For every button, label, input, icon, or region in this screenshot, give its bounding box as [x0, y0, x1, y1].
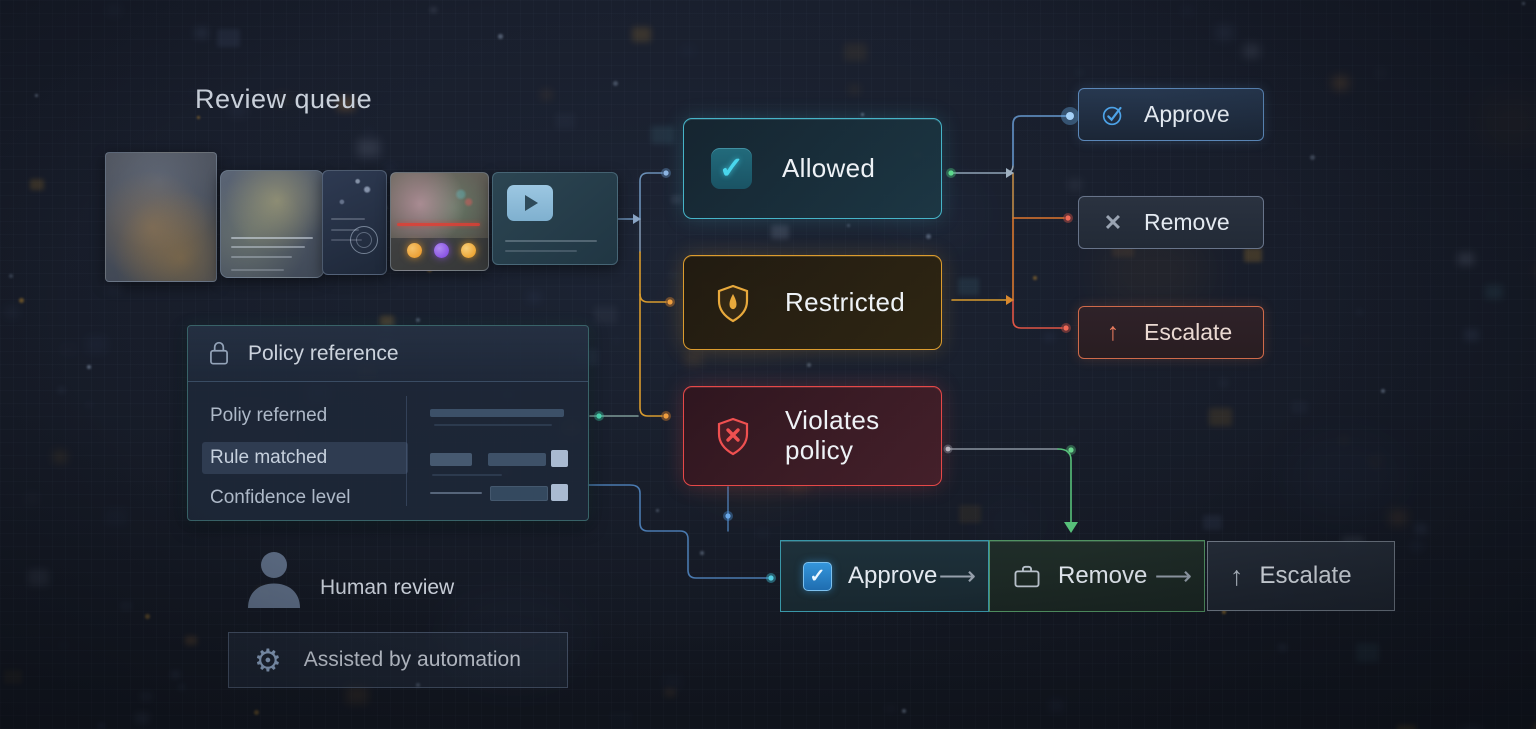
human-review-label: Human review — [320, 576, 455, 599]
policy-panel-title: Policy reference — [248, 341, 399, 365]
page-title: Review queue — [195, 84, 373, 114]
pipeline-remove-button[interactable]: Remove ⟶ — [989, 540, 1205, 612]
policy-row-referenced[interactable]: Poliy referned — [210, 405, 328, 426]
queue-item-photo[interactable] — [105, 152, 217, 282]
classification-label: Restricted — [785, 286, 906, 317]
shield-alert-icon — [717, 284, 749, 322]
x-icon: ✕ — [1103, 209, 1123, 235]
classification-label: Allowed — [782, 152, 876, 183]
approve-button[interactable]: Approve — [1078, 88, 1264, 141]
queue-item-article[interactable] — [220, 170, 324, 278]
pipeline-approve-label: Approve — [848, 562, 938, 589]
status-dot-amber — [460, 243, 476, 258]
pipeline-escalate-label: Escalate — [1259, 562, 1352, 589]
flag-line — [396, 223, 481, 227]
escalate-button[interactable]: ↑ Escalate — [1078, 306, 1264, 359]
pipeline-escalate-button[interactable]: ↑ Escalate — [1207, 541, 1395, 611]
queue-item-video[interactable] — [492, 172, 618, 265]
gear-icon: ⚙ — [254, 642, 282, 678]
automation-badge[interactable]: ⚙ Assisted by automation — [228, 632, 568, 688]
policy-reference-panel: Policy reference Poliy referned Rule mat… — [187, 325, 589, 521]
queue-item-flagged-media[interactable] — [390, 172, 489, 271]
shield-x-icon — [717, 417, 749, 456]
policy-panel-header: Policy reference — [188, 326, 588, 382]
escalate-label: Escalate — [1144, 319, 1233, 345]
pipeline-remove-label: Remove — [1058, 562, 1148, 589]
status-dot-purple — [433, 243, 449, 258]
approve-label: Approve — [1144, 101, 1230, 127]
emblem-icon — [350, 226, 378, 254]
arrow-right-icon: ⟶ — [938, 560, 976, 591]
person-icon — [248, 552, 300, 608]
arrow-up-icon: ↑ — [1106, 318, 1120, 346]
checkbox-checked-icon: ✓ — [803, 561, 832, 591]
briefcase-icon — [1014, 565, 1040, 588]
arrow-up-icon: ↑ — [1230, 560, 1244, 591]
check-icon: ✓ — [711, 148, 752, 189]
policy-row-rule-matched[interactable]: Rule matched — [202, 442, 408, 474]
status-dot-orange — [406, 243, 422, 258]
arrow-right-icon: ⟶ — [1154, 560, 1192, 591]
automation-label: Assisted by automation — [303, 648, 521, 671]
queue-item-dark-photo[interactable] — [322, 170, 387, 275]
pipeline-approve-button[interactable]: ✓ Approve ⟶ — [780, 540, 989, 612]
policy-row-confidence[interactable]: Confidence level — [210, 487, 351, 508]
remove-label: Remove — [1144, 209, 1230, 235]
classification-allowed[interactable]: ✓ Allowed — [683, 118, 942, 219]
lock-icon — [210, 341, 228, 365]
classification-violates-policy[interactable]: Violates policy — [683, 386, 942, 486]
circle-check-icon — [1102, 106, 1122, 125]
remove-button[interactable]: ✕ Remove — [1078, 196, 1264, 249]
classification-label: Violates policy — [785, 405, 880, 465]
classification-restricted[interactable]: Restricted — [683, 255, 942, 350]
play-icon — [507, 185, 553, 221]
